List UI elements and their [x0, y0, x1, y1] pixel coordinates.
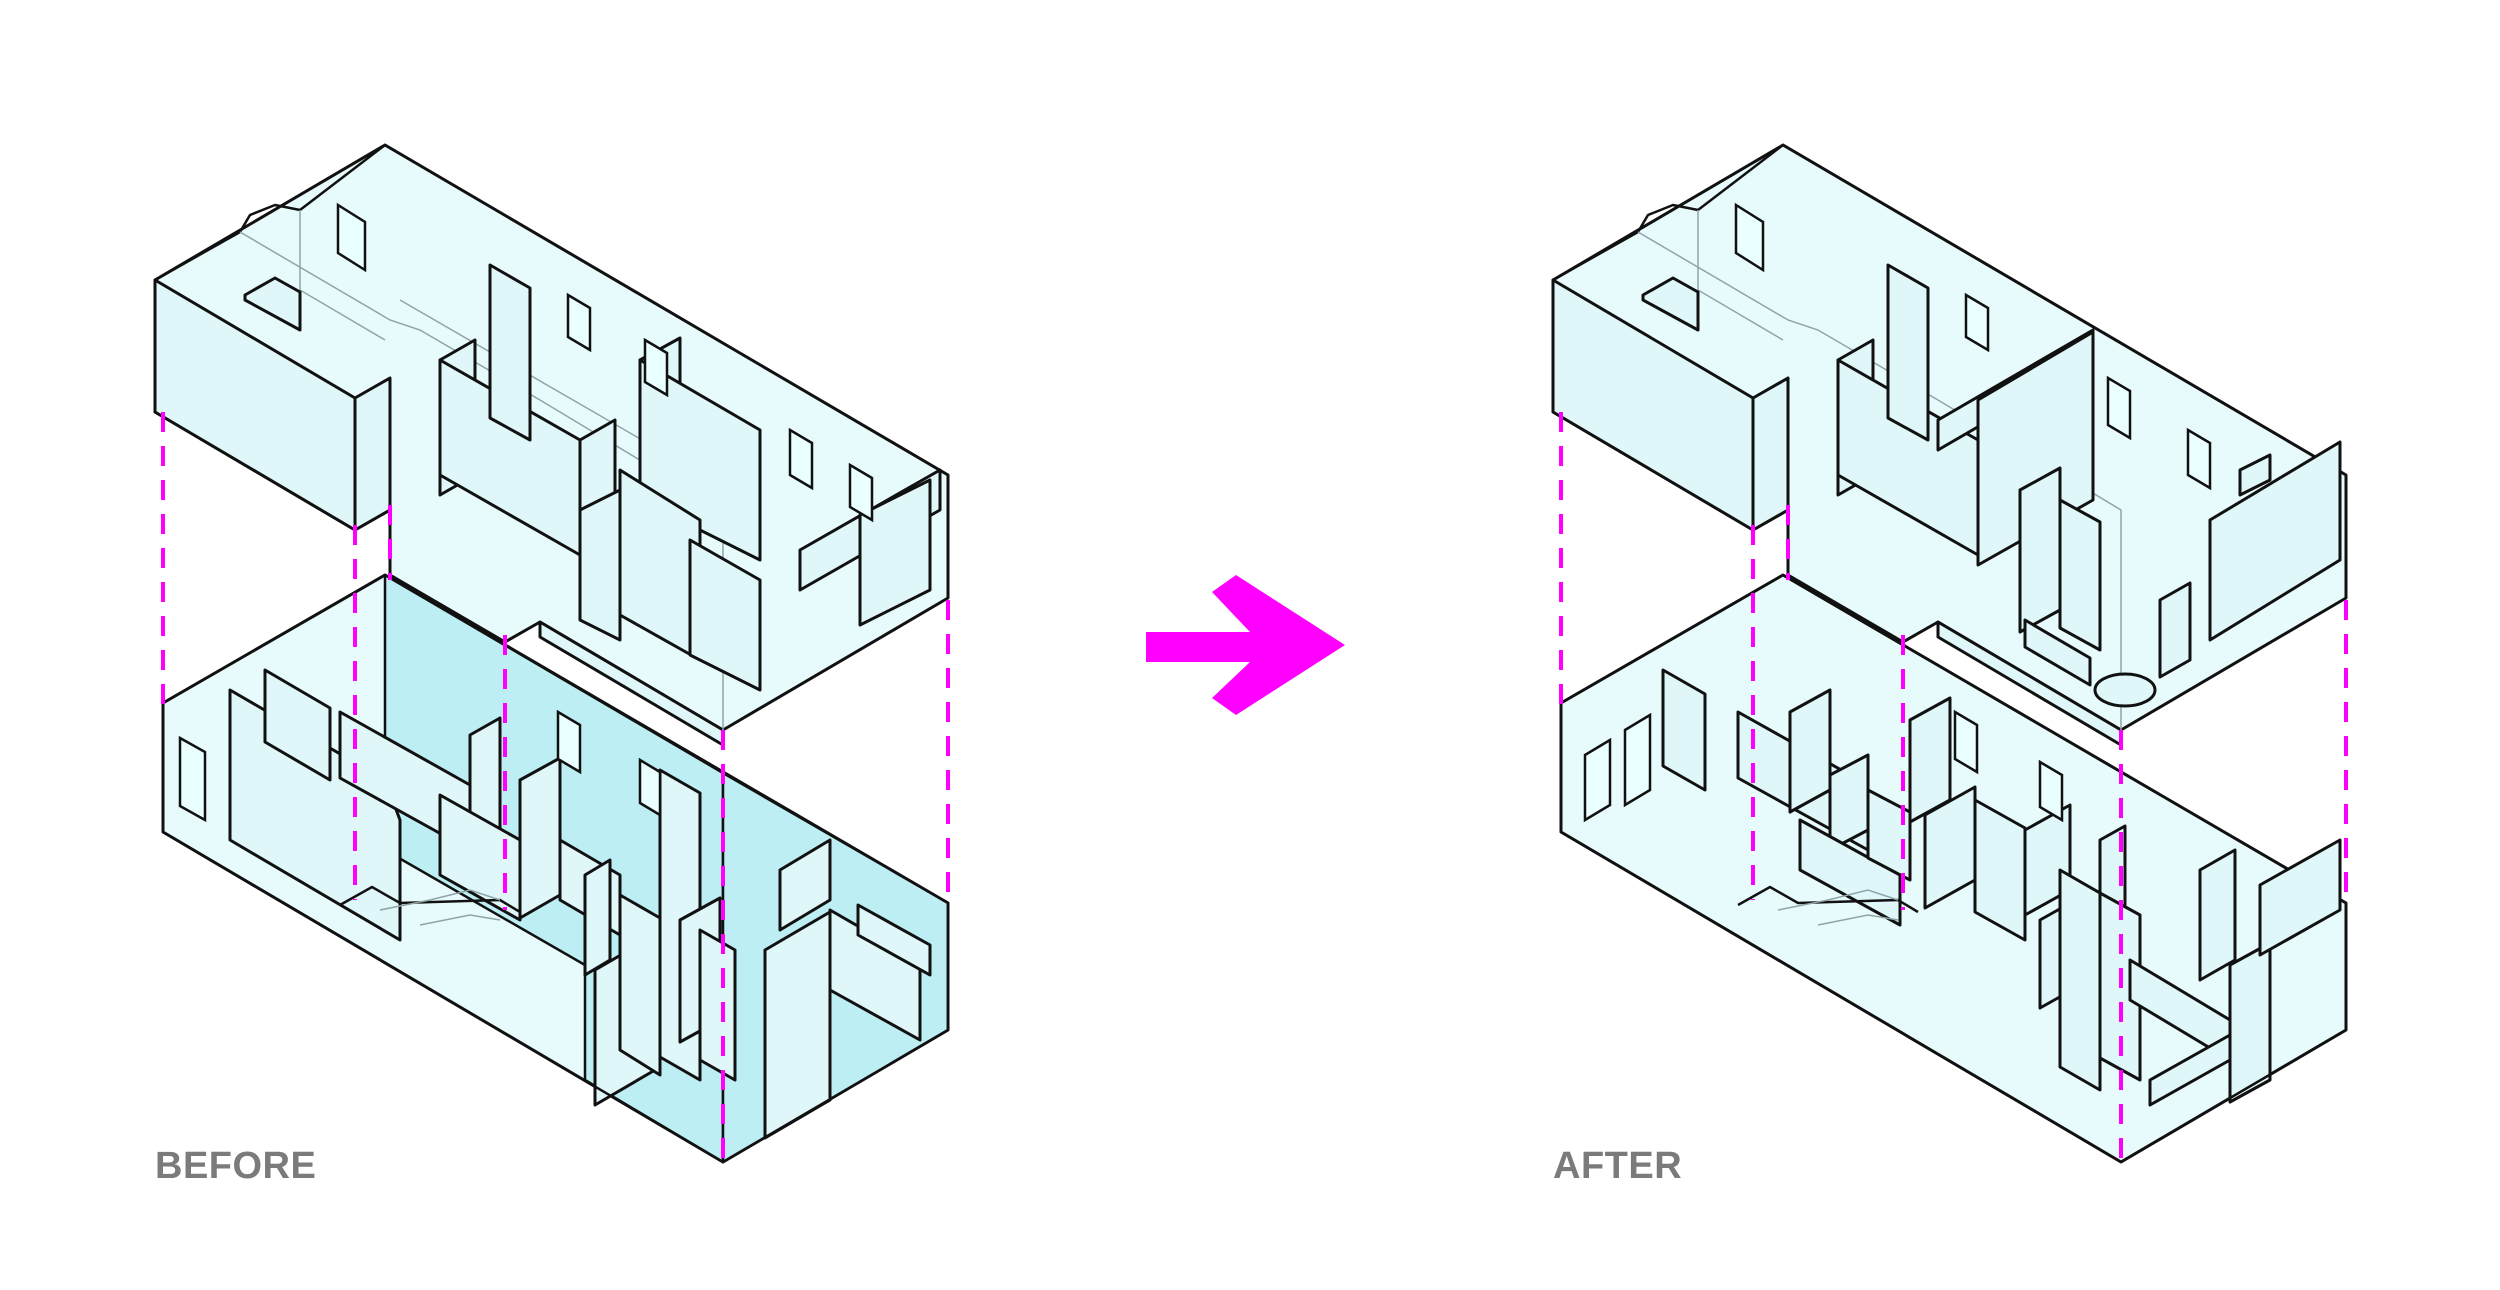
after-upper-floor — [1551, 143, 2348, 747]
after-lower-floor — [1559, 573, 2348, 1164]
before-alignment-guides — [161, 412, 950, 1160]
before-upper-floor — [153, 143, 950, 747]
after-lower-floor-base — [1559, 703, 2348, 1164]
before-label: BEFORE — [155, 1145, 317, 1187]
after-label: AFTER — [1553, 1145, 1683, 1187]
before-lower-floor — [161, 573, 950, 1164]
before-lower-floor-base — [161, 703, 950, 1164]
after-alignment-guides — [1559, 412, 2348, 1160]
right-arrow-icon — [1146, 575, 1345, 715]
